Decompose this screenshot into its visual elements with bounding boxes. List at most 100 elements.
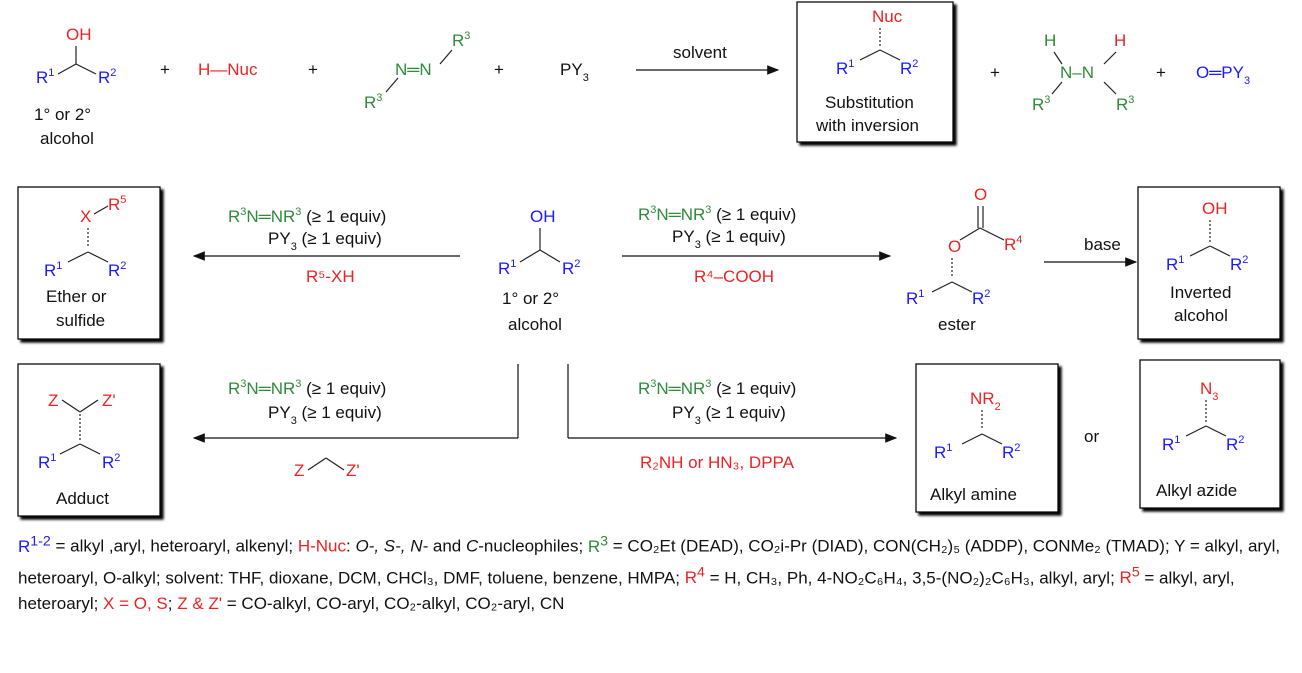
- ester-o: O: [948, 237, 961, 256]
- adduct-box: [17, 363, 161, 517]
- inverted-r2: R2: [1230, 254, 1248, 274]
- amine-reagents: R₂NH or HN₃, DPPA: [640, 453, 795, 472]
- center-r2: R2: [562, 258, 580, 278]
- product-label-1: Substitution: [825, 93, 914, 112]
- amine-nr2: NR2: [970, 389, 1001, 413]
- inverted-label-1: Inverted: [1170, 283, 1231, 302]
- alkyl-amine-product: NR2 R1 R2 Alkyl amine: [930, 389, 1020, 504]
- ether-r1: R1: [44, 260, 62, 280]
- hydrazine-nn: N–N: [1060, 63, 1094, 82]
- alcohol-oh-label: OH: [66, 25, 92, 44]
- adduct-r1: R1: [38, 452, 56, 472]
- amine-conditions: R3N═NR3 (≥ 1 equiv) PY3 (≥ 1 equiv) R₂NH…: [568, 378, 898, 472]
- ester-r4: R4: [1004, 234, 1022, 254]
- azo-r3-top: R3: [452, 30, 470, 50]
- amine-r2: R2: [1002, 442, 1020, 462]
- plus-2: +: [308, 60, 318, 79]
- alkyl-azide-box: [1139, 359, 1281, 509]
- legend-text-7: = CO-alkyl, CO-aryl, CO₂-alkyl, CO₂-aryl…: [222, 594, 565, 614]
- plus-1: +: [160, 60, 170, 79]
- adduct-z: Z: [48, 391, 58, 410]
- legend-c: C: [465, 536, 479, 556]
- ether-conditions: R3N═NR3 (≥ 1 equiv) PY3 (≥ 1 equiv) R⁵-X…: [192, 206, 460, 286]
- inverted-r1: R1: [1166, 254, 1184, 274]
- plus-3: +: [494, 60, 504, 79]
- inverted-alcohol-box: [1137, 186, 1281, 340]
- ether-py-reagent: PY3 (≥ 1 equiv): [268, 229, 382, 253]
- legend-text-3: = CO₂Et (DEAD), CO₂i-Pr (DIAD), CON(CH₂)…: [18, 536, 1281, 588]
- azide-n3: N3: [1200, 379, 1218, 403]
- top-alcohol: OH R1 R2 1° or 2° alcohol: [34, 25, 116, 148]
- product-label-2: with inversion: [815, 116, 919, 135]
- adduct-py-reagent: PY3 (≥ 1 equiv): [268, 403, 382, 427]
- legend-text-4: = H, CH₃, Ph, 4-NO₂C₆H₄, 3,5-(NO₂)₂C₆H₃,…: [704, 568, 1120, 588]
- center-alcohol: OH R1 R2 1° or 2° alcohol: [498, 207, 580, 334]
- hydrazine-r3b: R3: [1116, 94, 1134, 114]
- legend-z: Z & Z': [177, 594, 223, 614]
- adduct-azo-reagent: R3N═NR3 (≥ 1 equiv): [228, 378, 386, 398]
- hydrazine-h2: H: [1114, 31, 1126, 50]
- product-r2: R2: [900, 58, 918, 78]
- alcohol-r1: R1: [36, 67, 54, 87]
- ether-r2: R2: [108, 260, 126, 280]
- adduct-label: Adduct: [56, 489, 109, 508]
- h-nuc-reagent: H—Nuc: [198, 60, 258, 79]
- ester-conditions: R3N═NR3 (≥ 1 equiv) PY3 (≥ 1 equiv) R⁴–C…: [622, 204, 892, 286]
- ether-nucleophile: R⁵-XH: [306, 267, 355, 286]
- legend-r12: R1-2: [18, 533, 51, 556]
- product-nuc: Nuc: [872, 7, 903, 26]
- ester-r2: R2: [972, 288, 990, 308]
- amine-py-reagent: PY3 (≥ 1 equiv): [672, 403, 786, 427]
- ether-label-2: sulfide: [56, 311, 105, 330]
- azide-r2: R2: [1226, 434, 1244, 454]
- substitution-product: Nuc R1 R2 Substitution with inversion: [815, 7, 919, 135]
- adduct-conditions: R3N═NR3 (≥ 1 equiv) PY3 (≥ 1 equiv) Z Z': [192, 378, 518, 480]
- or-label: or: [1084, 427, 1099, 446]
- ether-x: X: [80, 207, 91, 226]
- adduct-reagent-z2: Z': [346, 461, 360, 480]
- legend: R1-2 = alkyl ,aryl, heteroaryl, alkenyl;…: [18, 528, 1288, 617]
- phosphine-oxide: O═PY3: [1196, 63, 1250, 87]
- product-r1: R1: [836, 58, 854, 78]
- legend-text-2b: and: [428, 536, 466, 556]
- amine-label: Alkyl amine: [930, 485, 1017, 504]
- ether-r5: R5: [108, 194, 126, 214]
- substitution-product-box: [796, 1, 954, 143]
- legend-text-1: = alkyl ,aryl, heteroaryl, alkenyl;: [50, 536, 298, 556]
- azide-r1: R1: [1162, 434, 1180, 454]
- inverted-alcohol: OH R1 R2 Inverted alcohol: [1166, 199, 1248, 325]
- center-oh: OH: [530, 207, 556, 226]
- hydrazine-h1: H: [1044, 31, 1056, 50]
- legend-text-5: = alkyl, aryl, heteroaryl;: [18, 568, 1235, 614]
- hydrazine-byproduct: H H N–N R3 R3: [1032, 31, 1134, 114]
- ester-azo-reagent: R3N═NR3 (≥ 1 equiv): [638, 204, 796, 224]
- adduct-product: Z Z' R1 R2 Adduct: [38, 391, 120, 508]
- base-label: base: [1084, 235, 1121, 254]
- ester-py-reagent: PY3 (≥ 1 equiv): [672, 227, 786, 251]
- adduct-r2: R2: [102, 452, 120, 472]
- legend-nucleophile-types: O-, S-, N-: [355, 536, 429, 556]
- hydrazine-r3a: R3: [1032, 94, 1050, 114]
- ether-azo-reagent: R3N═NR3 (≥ 1 equiv): [228, 206, 386, 226]
- adduct-reagent-z: Z: [294, 461, 304, 480]
- alcohol-label-degree: 1° or 2°: [34, 105, 91, 124]
- inverted-oh: OH: [1202, 199, 1228, 218]
- ester-carbonyl-o: O: [974, 185, 987, 204]
- plus-4: +: [990, 63, 1000, 82]
- py3-reagent: PY3: [560, 60, 589, 84]
- azo-nn: N═N: [395, 60, 432, 79]
- plus-5: +: [1156, 63, 1166, 82]
- center-label-degree: 1° or 2°: [502, 289, 559, 308]
- azo-r3-bottom: R3: [364, 92, 382, 112]
- ether-product: X R5 R1 R2 Ether or sulfide: [44, 194, 126, 330]
- azide-label: Alkyl azide: [1156, 481, 1237, 500]
- legend-hnuc: H-Nuc: [297, 536, 346, 556]
- legend-text-6: ;: [167, 594, 178, 614]
- alkyl-azide-product: N3 R1 R2 Alkyl azide: [1156, 379, 1244, 500]
- azo-reagent: R3 N═N R3: [364, 30, 470, 112]
- ester-label: ester: [938, 315, 976, 334]
- ester-r1: R1: [906, 288, 924, 308]
- inverted-label-2: alcohol: [1174, 306, 1228, 325]
- legend-text-2d: -nucleophiles;: [478, 536, 588, 556]
- center-label-name: alcohol: [508, 315, 562, 334]
